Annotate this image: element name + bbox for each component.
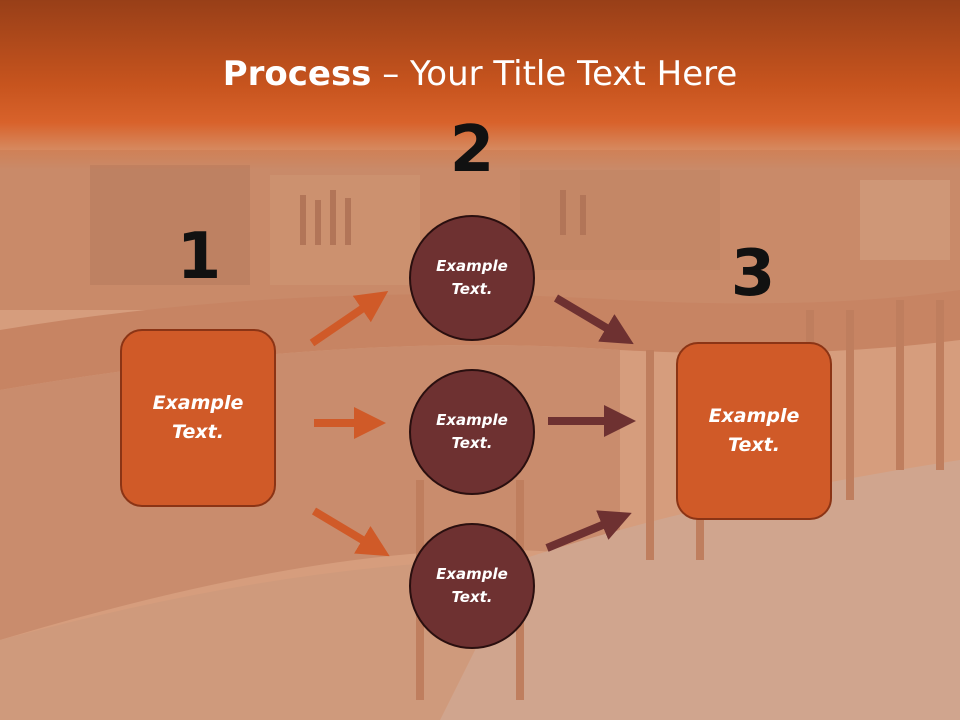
arrow-to-top [309, 290, 389, 347]
circle-bottom[interactable]: Example Text. [409, 523, 535, 649]
step-1-line1: Example [152, 392, 244, 414]
step-3-line1: Example [708, 405, 800, 427]
circle-bottom-line1: Example [436, 565, 508, 583]
step-3-box[interactable]: Example Text. [676, 342, 832, 520]
circle-middle-label: Example Text. [417, 409, 527, 455]
step-1-line2: Text. [172, 421, 224, 443]
circle-middle-line1: Example [436, 411, 508, 429]
step-3-label: Example Text. [699, 402, 809, 460]
circle-top-label: Example Text. [417, 255, 527, 301]
step-3-line2: Text. [728, 434, 780, 456]
slide-title: Process – Your Title Text Here [0, 52, 960, 96]
step-number-2: 2 [449, 113, 495, 187]
circle-bottom-line2: Text. [451, 588, 493, 606]
arrow-to-bottom [311, 507, 390, 557]
step-number-1: 1 [176, 220, 222, 294]
step-1-label: Example Text. [143, 389, 253, 447]
circle-top[interactable]: Example Text. [409, 215, 535, 341]
arrow-from-top [553, 294, 634, 345]
step-1-box[interactable]: Example Text. [120, 329, 276, 507]
step-number-3: 3 [730, 237, 776, 311]
circle-middle-line2: Text. [451, 434, 493, 452]
title-bold: Process [222, 54, 372, 94]
circle-top-line2: Text. [451, 280, 493, 298]
circle-bottom-label: Example Text. [417, 563, 527, 609]
header-band [0, 0, 960, 170]
arrow-from-bottom [545, 510, 632, 552]
circle-top-line1: Example [436, 257, 508, 275]
title-rest: – Your Title Text Here [371, 54, 738, 94]
circle-middle[interactable]: Example Text. [409, 369, 535, 495]
